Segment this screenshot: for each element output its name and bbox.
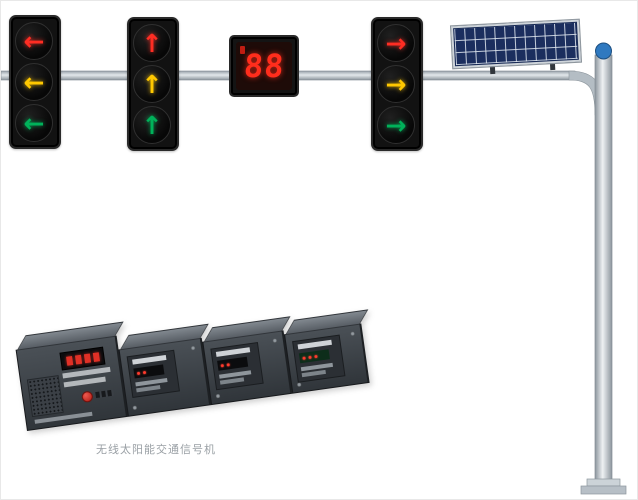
screw: [132, 405, 138, 411]
module-top-face: [285, 309, 369, 336]
left-arrow-signal-head: ← ← ←: [9, 15, 61, 149]
vertical-pole: [594, 54, 613, 482]
module-front-panel: [126, 349, 180, 399]
countdown-value: 88: [242, 47, 286, 85]
yellow-left-arrow-lamp: ←: [15, 63, 53, 101]
countdown-display: 88: [236, 42, 292, 90]
led-indicator: [220, 363, 224, 367]
product-caption: 无线太阳能交通信号机: [96, 443, 216, 456]
module-top-face: [119, 323, 209, 351]
digit-segment: [83, 353, 91, 363]
screw: [350, 331, 355, 336]
digit-segment: [74, 354, 82, 365]
solar-cells-grid: [454, 22, 578, 66]
yellow-right-arrow-lamp: →: [377, 65, 415, 103]
pole-base: [580, 478, 627, 495]
label-strip: [215, 347, 251, 357]
red-up-arrow-lamp: ↑: [133, 24, 171, 62]
solar-panel: [449, 18, 583, 70]
controller-module-2: [118, 323, 212, 417]
led-indicator: [136, 371, 141, 375]
label-strip: [301, 369, 326, 378]
setting-buttons: [95, 389, 114, 399]
countdown-timer: 88: [229, 35, 299, 97]
up-arrow-signal-head: ↑ ↑ ↑: [127, 17, 179, 151]
label-strip: [132, 354, 167, 365]
module-front-panel: [210, 342, 264, 391]
led-display: [133, 364, 165, 379]
led-indicator: [314, 354, 318, 358]
power-button: [81, 390, 94, 403]
led-indicator: [142, 370, 147, 374]
screw: [272, 338, 278, 343]
led-indicator: [226, 362, 230, 367]
label-strip: [219, 377, 245, 385]
digit-segment: [65, 355, 73, 366]
green-left-arrow-lamp: ←: [15, 104, 53, 142]
red-right-arrow-lamp: →: [377, 24, 415, 62]
yellow-up-arrow-lamp: ↑: [133, 65, 171, 103]
led-display: [217, 356, 249, 371]
label-strip: [63, 376, 106, 388]
module-front-panel: [292, 334, 346, 383]
green-up-arrow-lamp: ↑: [133, 106, 171, 144]
controller-module-4: [284, 309, 370, 394]
screw: [215, 393, 221, 399]
module-top-face: [203, 316, 291, 343]
controller-module-3: [202, 316, 293, 406]
led-digit-display: [59, 346, 106, 371]
controller-module-main: [15, 321, 129, 431]
led-indicator: [308, 355, 312, 359]
led-indicator: [302, 356, 306, 360]
indicator-dot: [240, 46, 245, 54]
pole-cap: [595, 42, 612, 60]
red-left-arrow-lamp: ←: [15, 22, 53, 60]
green-right-arrow-lamp: →: [377, 106, 415, 144]
screw: [296, 382, 302, 387]
digit-segment: [92, 351, 100, 362]
label-strip: [136, 385, 161, 393]
led-display: [298, 349, 330, 364]
label-strip: [297, 339, 332, 350]
right-arrow-signal-head: → → →: [371, 17, 423, 151]
vent-grille: [26, 375, 64, 418]
screw: [190, 345, 196, 351]
